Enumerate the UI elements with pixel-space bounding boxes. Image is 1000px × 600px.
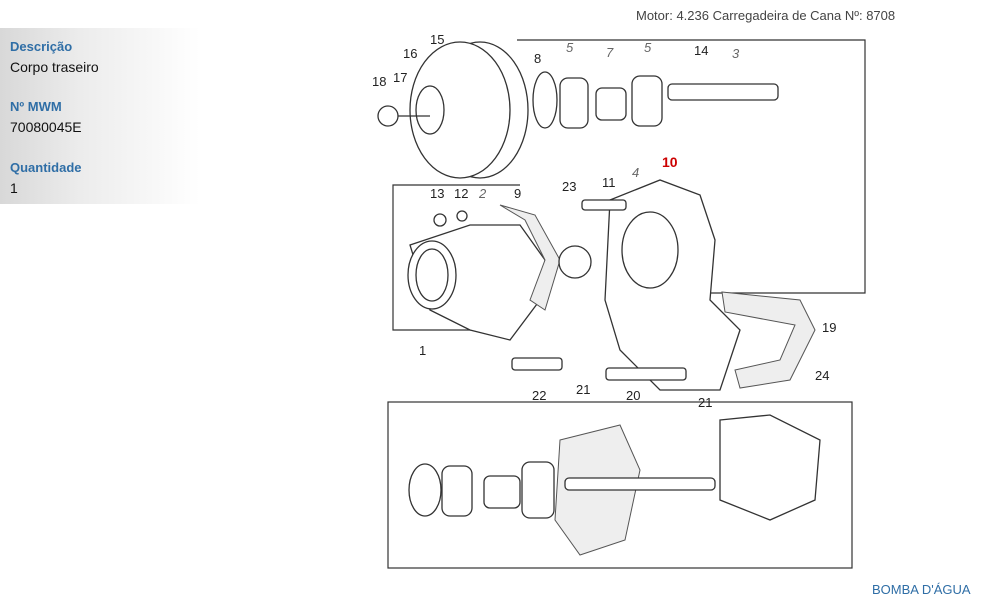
- motor-header: Motor: 4.236 Carregadeira de Cana Nº: 87…: [636, 8, 896, 23]
- frame-middle: [392, 184, 520, 331]
- mwm-label: Nº MWM: [10, 99, 62, 114]
- callout-14[interactable]: 14: [694, 43, 708, 58]
- part-info-panel: Descrição Corpo traseiro Nº MWM 70080045…: [0, 28, 200, 204]
- callout-19[interactable]: 19: [822, 320, 836, 335]
- callout-23[interactable]: 23: [562, 179, 576, 194]
- callout-18[interactable]: 18: [372, 74, 386, 89]
- callout-17[interactable]: 17: [393, 70, 407, 85]
- rear-body-part-selected[interactable]: [433, 179, 816, 391]
- frame-bottom: [387, 401, 853, 569]
- callout-15[interactable]: 15: [430, 32, 444, 47]
- pump-body-part[interactable]: [407, 204, 561, 341]
- description-label: Descrição: [10, 39, 73, 54]
- pulley-part[interactable]: [377, 41, 529, 179]
- callout-12[interactable]: 12: [454, 186, 468, 201]
- callout-20[interactable]: 20: [626, 388, 640, 403]
- mwm-value: 70080045E: [10, 119, 82, 135]
- callout-2[interactable]: 2: [478, 186, 487, 201]
- callout-3[interactable]: 3: [732, 46, 740, 61]
- callout-16[interactable]: 16: [403, 46, 417, 61]
- quantity-label: Quantidade: [10, 160, 82, 175]
- callout-21a[interactable]: 21: [576, 382, 590, 397]
- callout-24[interactable]: 24: [815, 368, 829, 383]
- description-value: Corpo traseiro: [10, 59, 99, 75]
- bottom-assembly[interactable]: [408, 414, 821, 556]
- frame-top: [517, 39, 866, 294]
- callout-1[interactable]: 1: [419, 343, 426, 358]
- callout-22[interactable]: 22: [532, 388, 546, 403]
- callout-7[interactable]: 7: [606, 45, 614, 60]
- callout-13[interactable]: 13: [430, 186, 444, 201]
- callout-labels: 15 16 17 18 8 5 7 5 14 3 10 13 12 2 9 23…: [372, 32, 836, 410]
- callout-4[interactable]: 4: [632, 165, 639, 180]
- callout-21b[interactable]: 21: [698, 395, 712, 410]
- quantity-value: 1: [10, 180, 18, 196]
- callout-11[interactable]: 11: [602, 175, 616, 190]
- callout-5a[interactable]: 5: [566, 40, 574, 55]
- callout-8[interactable]: 8: [534, 51, 541, 66]
- callout-10-selected[interactable]: 10: [662, 154, 678, 170]
- callout-9[interactable]: 9: [514, 186, 521, 201]
- group-link-bomba-dagua[interactable]: BOMBA D'ÁGUA: [872, 582, 971, 597]
- shaft-bearings-top[interactable]: [532, 71, 779, 129]
- callout-5b[interactable]: 5: [644, 40, 652, 55]
